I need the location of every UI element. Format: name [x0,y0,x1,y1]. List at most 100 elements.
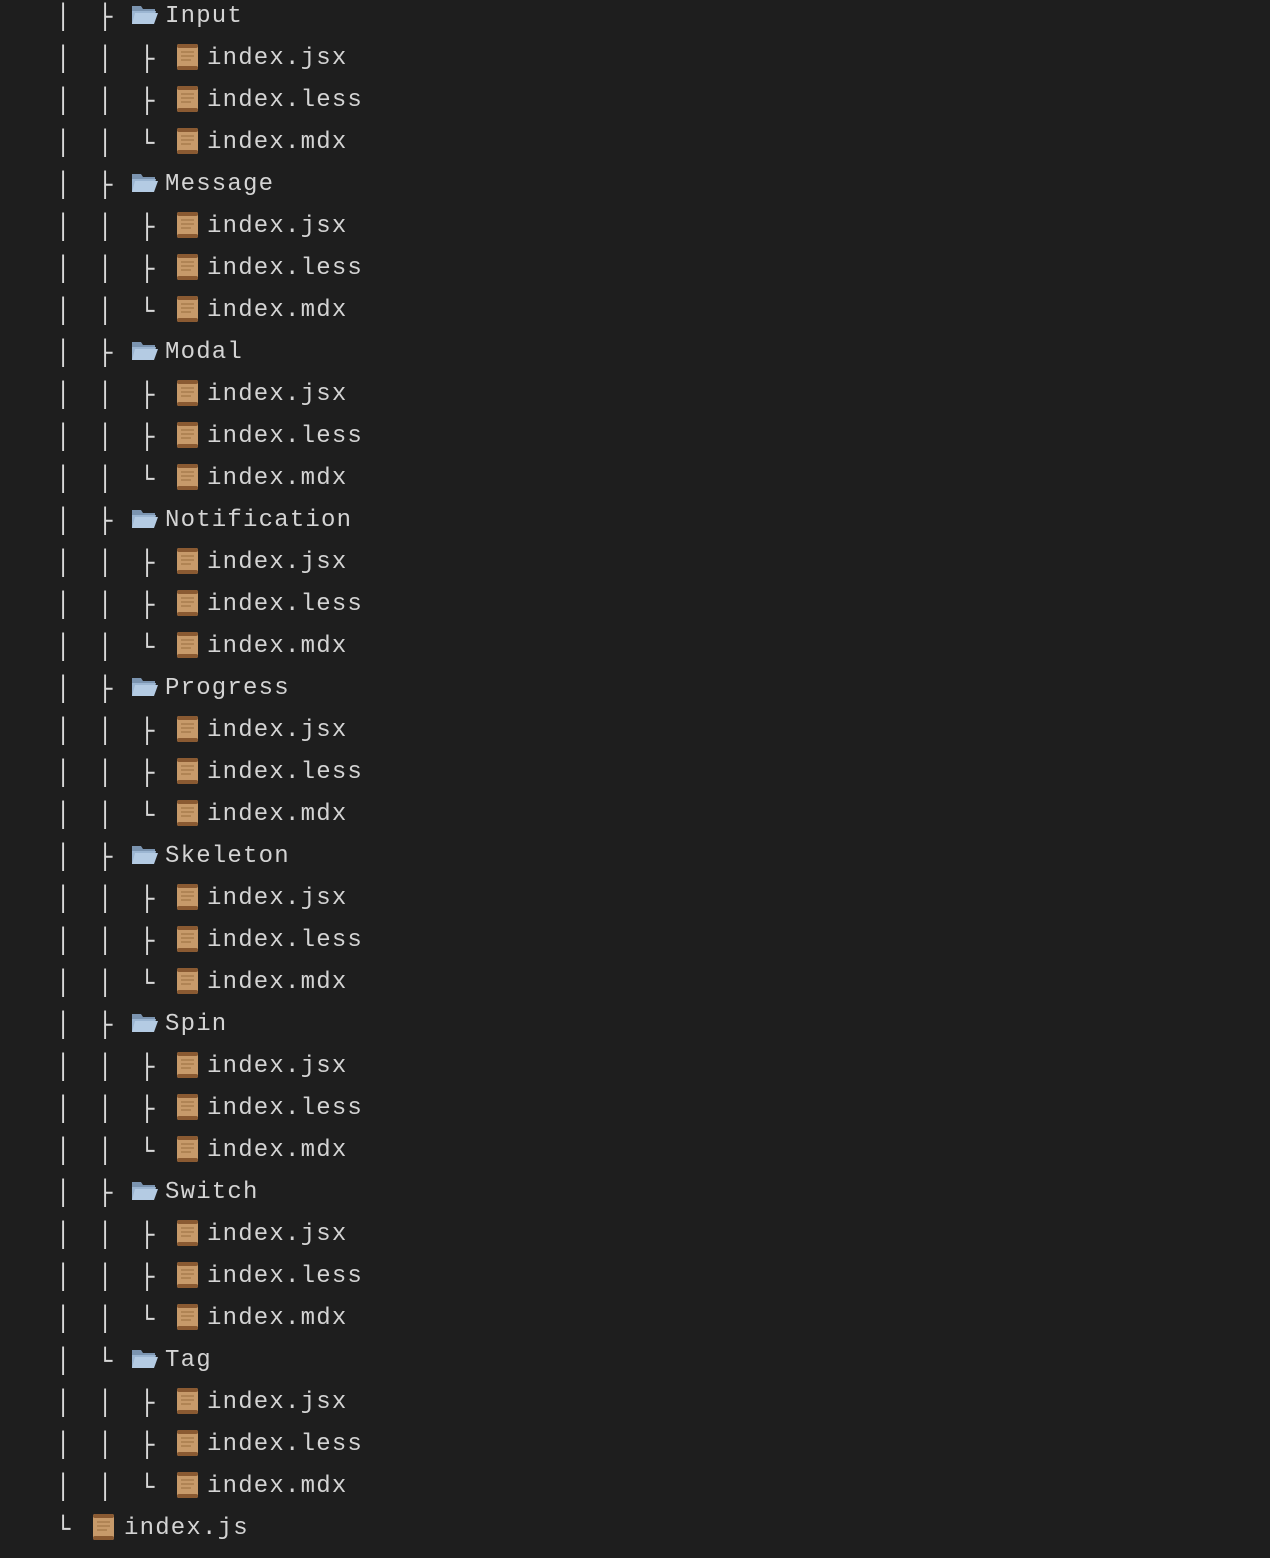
tree-file-row[interactable]: ││├index.less [0,588,1270,630]
tree-folder-row[interactable]: │└Tag [0,1344,1270,1386]
tree-guide-line: │ [56,1053,71,1081]
tree-connector: └ [140,801,155,829]
tree-file-row[interactable]: ││├index.jsx [0,210,1270,252]
tree-file-row[interactable]: ││├index.jsx [0,1218,1270,1260]
open-folder-icon [130,1176,160,1206]
tree-guide-line: │ [56,885,71,913]
tree-file-row[interactable]: ││└index.mdx [0,126,1270,168]
scroll-icon [172,546,202,576]
tree-file-row[interactable]: ││└index.mdx [0,1134,1270,1176]
tree-connector: ├ [98,339,113,367]
tree-file-row[interactable]: ││├index.less [0,1260,1270,1302]
tree-file-row[interactable]: ││└index.mdx [0,1470,1270,1512]
tree-file-row[interactable]: ││├index.jsx [0,714,1270,756]
tree-file-row[interactable]: ││├index.jsx [0,546,1270,588]
file-name: index.less [207,927,364,954]
scroll-icon [172,924,202,954]
tree-guide-line: │ [56,969,71,997]
tree-guide-line: │ [98,801,113,829]
tree-connector: ├ [98,1179,113,1207]
file-name: index.jsx [207,1389,348,1416]
tree-file-row[interactable]: ││├index.less [0,924,1270,966]
tree-file-row[interactable]: ││└index.mdx [0,966,1270,1008]
tree-guide-line: │ [56,1263,71,1291]
tree-guide-line: │ [56,1179,71,1207]
tree-folder-row[interactable]: │├Input [0,0,1270,42]
tree-guide-line: │ [56,675,71,703]
tree-folder-row[interactable]: │├Progress [0,672,1270,714]
file-name: index.less [207,1263,364,1290]
tree-folder-row[interactable]: │├Spin [0,1008,1270,1050]
tree-guide-line: │ [98,213,113,241]
scroll-icon [172,630,202,660]
tree-file-row[interactable]: ││├index.jsx [0,378,1270,420]
scroll-icon [172,1302,202,1332]
folder-name: Message [165,171,275,198]
scroll-icon [172,1260,202,1290]
tree-file-row[interactable]: ││├index.jsx [0,1386,1270,1428]
scroll-icon [172,462,202,492]
tree-folder-row[interactable]: │├Message [0,168,1270,210]
tree-file-row[interactable]: ││└index.mdx [0,798,1270,840]
file-name: index.less [207,759,364,786]
tree-connector: ├ [140,381,155,409]
open-folder-icon [130,504,160,534]
tree-file-row[interactable]: ││├index.less [0,756,1270,798]
tree-guide-line: │ [98,717,113,745]
tree-connector: └ [140,465,155,493]
tree-file-row[interactable]: ││├index.less [0,1092,1270,1134]
tree-folder-row[interactable]: │├Skeleton [0,840,1270,882]
tree-guide-line: │ [56,1137,71,1165]
tree-guide-line: │ [98,45,113,73]
tree-guide-line: │ [98,129,113,157]
tree-guide-line: │ [56,255,71,283]
scroll-icon [172,1218,202,1248]
tree-folder-row[interactable]: │├Notification [0,504,1270,546]
tree-file-row[interactable]: └index.js [0,1512,1270,1554]
file-name: index.mdx [207,633,348,660]
tree-file-row[interactable]: ││└index.mdx [0,630,1270,672]
tree-guide-line: │ [56,1095,71,1123]
tree-guide-line: │ [98,1431,113,1459]
tree-guide-line: │ [56,1431,71,1459]
tree-connector: └ [140,1305,155,1333]
tree-guide-line: │ [98,381,113,409]
tree-guide-line: │ [98,255,113,283]
file-name: index.mdx [207,129,348,156]
tree-file-row[interactable]: ││├index.less [0,84,1270,126]
tree-guide-line: │ [98,885,113,913]
tree-connector: └ [140,1473,155,1501]
tree-guide-line: │ [98,969,113,997]
tree-guide-line: │ [56,87,71,115]
tree-folder-row[interactable]: │├Switch [0,1176,1270,1218]
folder-name: Notification [165,507,353,534]
tree-file-row[interactable]: ││└index.mdx [0,1302,1270,1344]
tree-file-row[interactable]: ││├index.jsx [0,42,1270,84]
tree-connector: ├ [140,1263,155,1291]
tree-guide-line: │ [56,1305,71,1333]
tree-file-row[interactable]: ││├index.less [0,1428,1270,1470]
tree-guide-line: │ [56,1347,71,1375]
tree-file-row[interactable]: ││└index.mdx [0,462,1270,504]
tree-guide-line: │ [56,423,71,451]
tree-guide-line: │ [56,129,71,157]
tree-connector: ├ [140,885,155,913]
file-name: index.jsx [207,1053,348,1080]
tree-guide-line: │ [56,213,71,241]
tree-file-row[interactable]: ││├index.jsx [0,882,1270,924]
tree-folder-row[interactable]: │├Modal [0,336,1270,378]
folder-name: Input [165,3,244,30]
tree-guide-line: │ [56,759,71,787]
file-name: index.less [207,87,364,114]
tree-file-row[interactable]: ││└index.mdx [0,294,1270,336]
tree-file-row[interactable]: ││├index.jsx [0,1050,1270,1092]
tree-file-row[interactable]: ││├index.less [0,420,1270,462]
tree-file-row[interactable]: ││├index.less [0,252,1270,294]
file-name: index.less [207,591,364,618]
tree-guide-line: │ [98,1137,113,1165]
file-name: index.mdx [207,1305,348,1332]
file-name: index.mdx [207,969,348,996]
scroll-icon [172,294,202,324]
tree-guide-line: │ [98,549,113,577]
tree-connector: ├ [140,1053,155,1081]
